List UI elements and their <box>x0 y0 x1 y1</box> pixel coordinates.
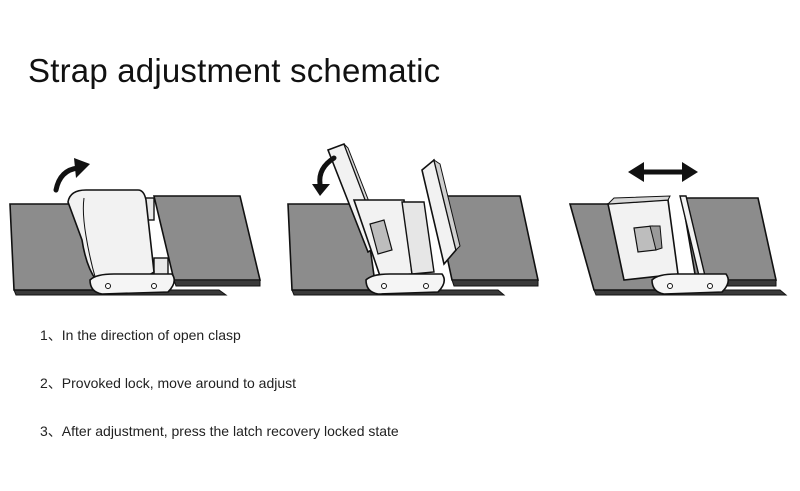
latch <box>89 273 176 295</box>
step-3-illustration <box>562 140 800 310</box>
clasp-body <box>67 189 155 282</box>
instruction-step-2: 2、Provoked lock, move around to adjust <box>40 375 297 391</box>
latch <box>651 273 730 295</box>
open-arrow <box>53 165 81 193</box>
step-2-illustration <box>284 140 548 310</box>
latch <box>365 273 446 295</box>
instruction-step-3: 3、After adjustment, press the latch reco… <box>40 423 399 439</box>
page-title: Strap adjustment schematic <box>28 52 441 89</box>
rotate-arrow <box>317 155 337 187</box>
step-1-illustration <box>4 140 268 310</box>
instruction-step-1: 1、In the direction of open clasp <box>40 327 241 343</box>
right-strap <box>152 195 262 281</box>
adjust-double-arrow <box>628 162 698 182</box>
instruction-list: 1、In the direction of open clasp 2、Provo… <box>40 326 399 470</box>
